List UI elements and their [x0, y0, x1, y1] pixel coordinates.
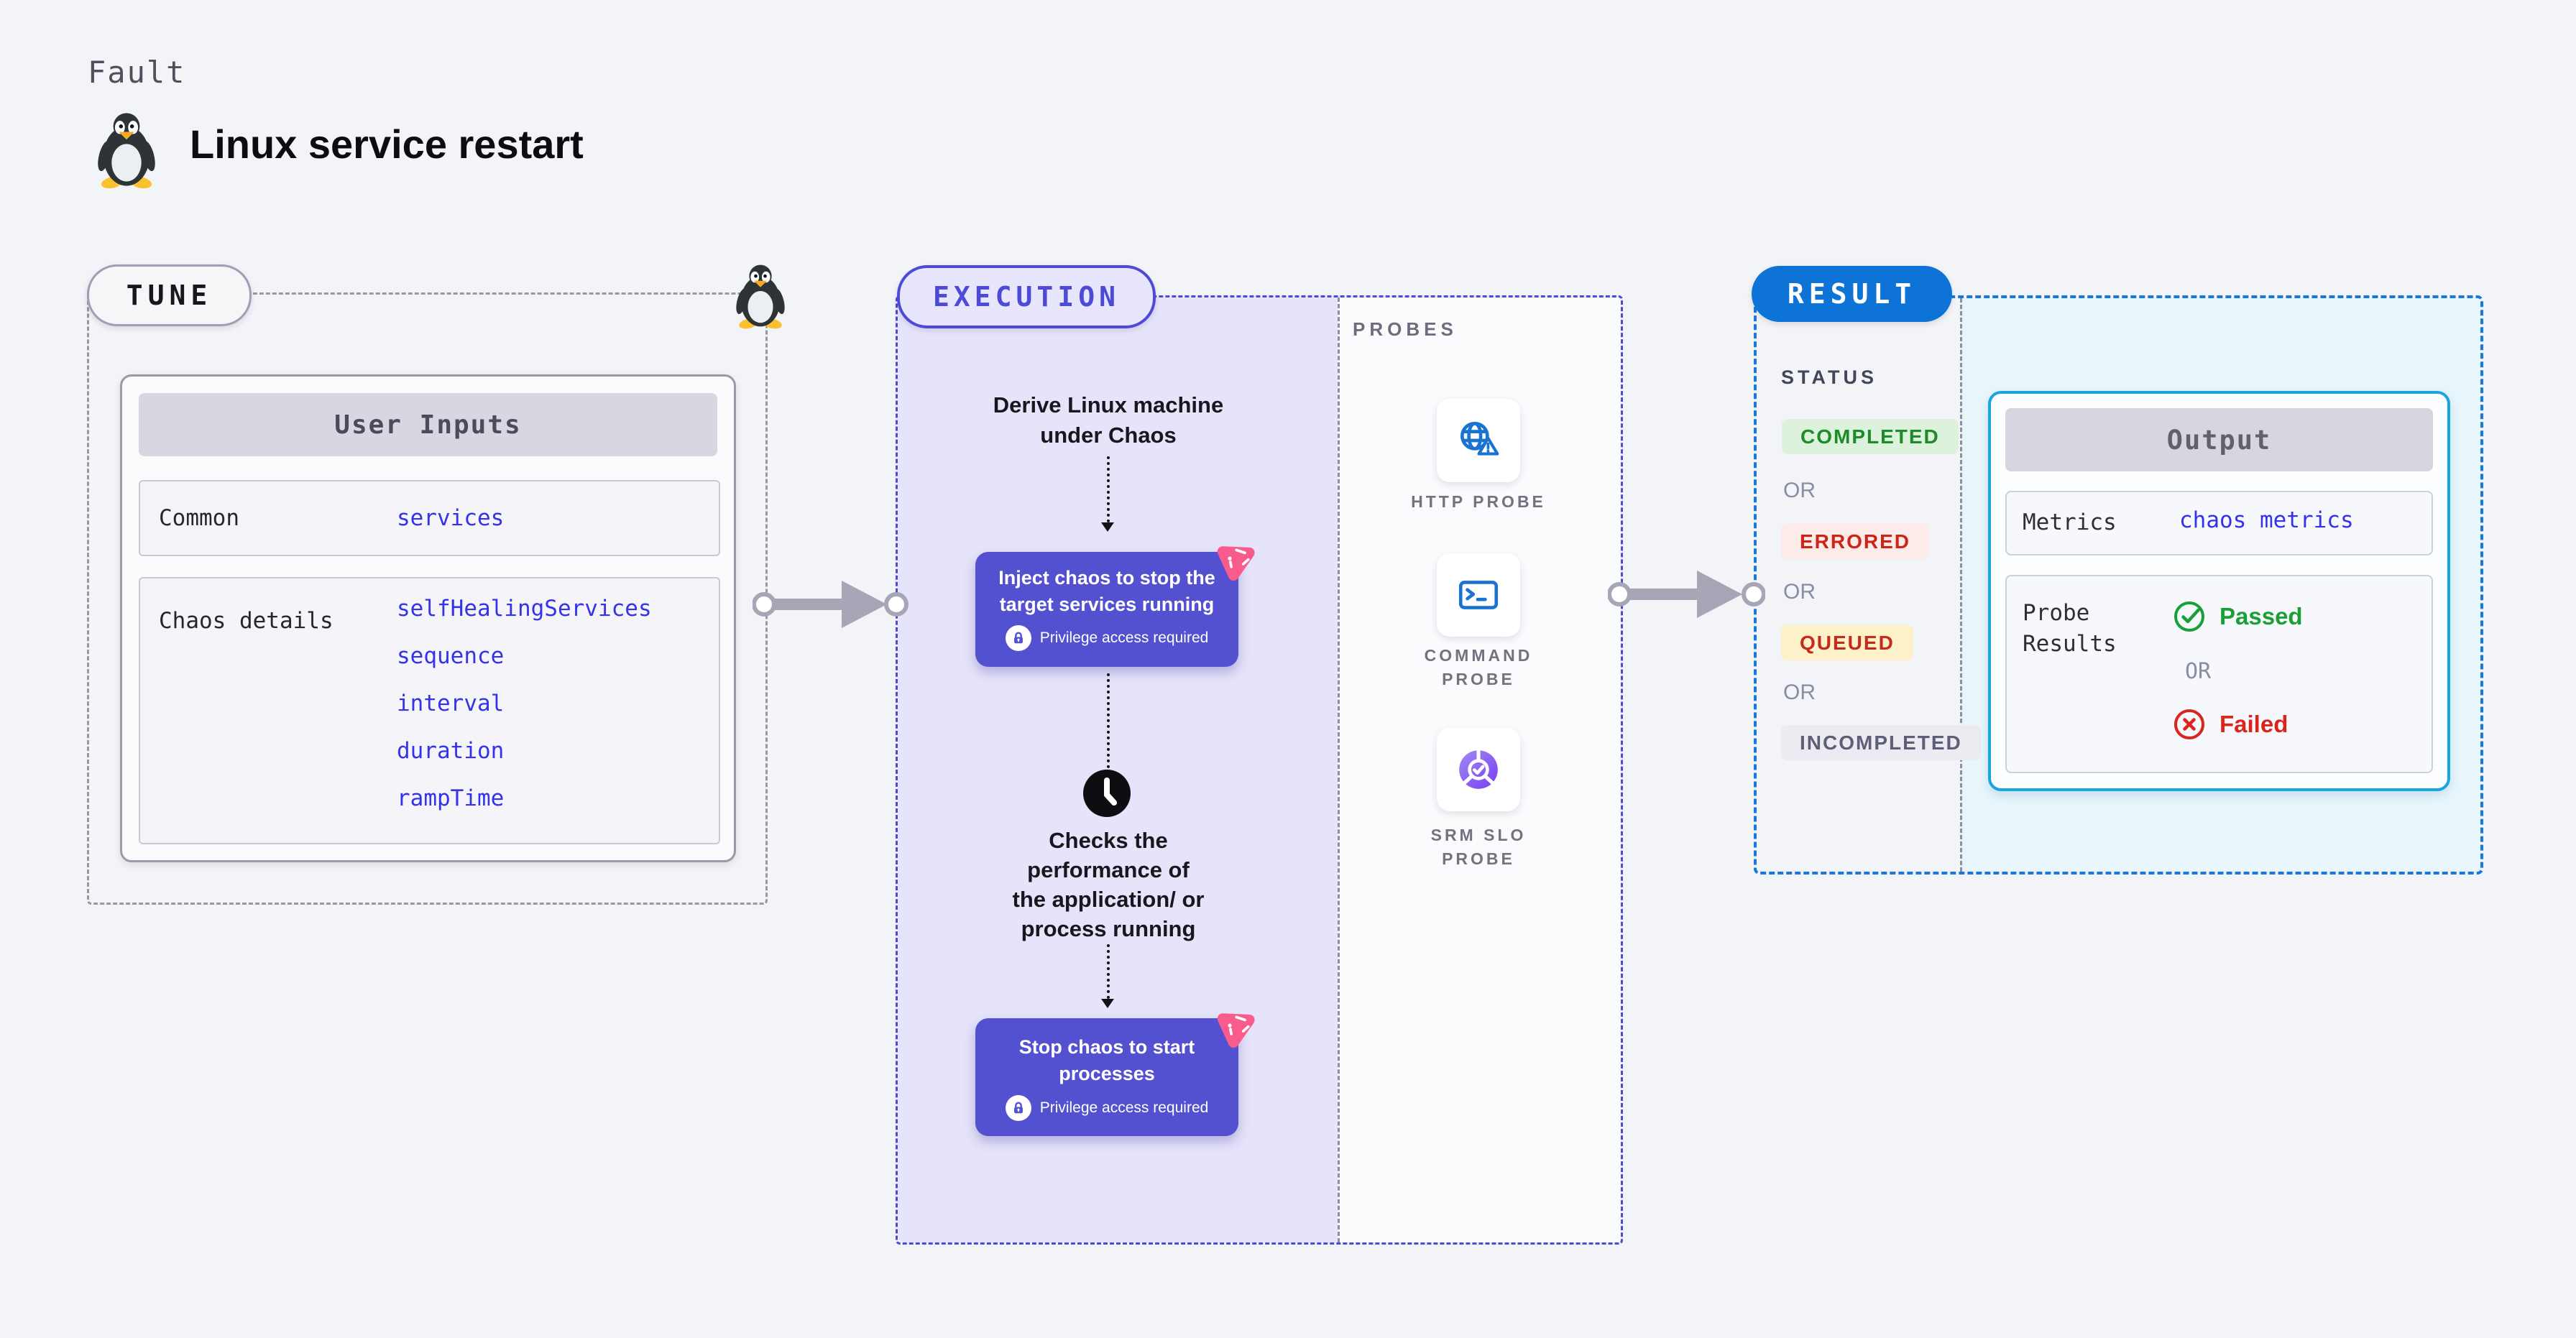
arrow-right-icon	[1608, 571, 1765, 618]
metrics-value-link[interactable]: chaos metrics	[2179, 507, 2354, 533]
input-value-link[interactable]: duration	[397, 738, 505, 764]
passed-result: Passed	[2172, 599, 2303, 634]
status-badge-errored: ERRORED	[1781, 524, 1930, 559]
fault-kicker: Fault	[88, 55, 186, 90]
flow-arrowhead-icon	[1101, 522, 1114, 532]
or-separator: OR	[2185, 659, 2212, 684]
stop-chaos-title: Stop chaos to start processes	[1018, 1036, 1195, 1084]
or-separator: OR	[1783, 680, 1816, 704]
flow-connector	[1107, 673, 1110, 780]
command-probe-card	[1437, 553, 1520, 637]
privilege-note: Privilege access required	[1039, 1099, 1209, 1116]
passed-label: Passed	[2220, 603, 2303, 629]
input-row-label: Common	[159, 505, 239, 531]
input-row-common: Common services	[139, 480, 720, 556]
or-separator: OR	[1783, 580, 1816, 604]
user-inputs-card: User Inputs Common services Chaos detail…	[120, 374, 736, 862]
failed-label: Failed	[2220, 711, 2288, 737]
terminal-icon	[1458, 581, 1499, 609]
input-value-link[interactable]: interval	[397, 691, 505, 716]
output-card: Output Metrics chaos metrics Probe Resul…	[1988, 391, 2450, 791]
probes-title: PROBES	[1353, 318, 1458, 340]
probe-results-label: Probe Results	[2023, 600, 2117, 657]
metrics-label: Metrics	[2023, 509, 2117, 535]
privilege-row: Privilege access required	[975, 625, 1238, 651]
command-probe-label: COMMAND PROBE	[1424, 646, 1533, 688]
input-value-list: selfHealingServices sequence interval du…	[397, 585, 652, 822]
metrics-row: Metrics chaos metrics	[2005, 491, 2433, 555]
flow-connector	[1107, 944, 1110, 999]
http-probe-label: HTTP PROBE	[1411, 492, 1546, 511]
derive-step-text: Derive Linux machine under Chaos	[993, 392, 1224, 448]
input-value-link[interactable]: rampTime	[397, 785, 505, 811]
checks-step-text: Checks the performance of the applicatio…	[1012, 828, 1205, 941]
lock-icon	[1005, 1095, 1031, 1121]
stop-chaos-card: Stop chaos to start processes Privilege …	[975, 1018, 1238, 1136]
tux-penguin-icon	[736, 264, 785, 329]
result-badge: RESULT	[1752, 266, 1952, 322]
input-value-link[interactable]: sequence	[397, 643, 505, 669]
input-value-link[interactable]: selfHealingServices	[397, 596, 652, 622]
flow-connector	[1107, 456, 1110, 522]
output-header: Output	[2005, 408, 2433, 471]
check-circle-icon	[2174, 601, 2204, 632]
status-badge-completed: COMPLETED	[1782, 419, 1959, 454]
privilege-note: Privilege access required	[1039, 629, 1209, 646]
input-row-chaos-details: Chaos details selfHealingServices sequen…	[139, 577, 720, 844]
input-value-link[interactable]: services	[397, 505, 505, 531]
http-probe-card	[1437, 399, 1520, 482]
tune-badge: TUNE	[87, 264, 252, 326]
status-title: STATUS	[1781, 366, 1877, 388]
execution-badge: EXECUTION	[897, 265, 1156, 328]
chaos-spark-icon	[1217, 1013, 1255, 1048]
flow-arrowhead-icon	[1101, 999, 1114, 1008]
x-circle-icon	[2174, 709, 2204, 739]
page-title: Linux service restart	[190, 121, 584, 167]
arrow-right-icon	[753, 581, 908, 628]
status-badge-incompleted: INCOMPLETED	[1781, 725, 1981, 760]
tux-penguin-icon	[98, 113, 155, 189]
input-row-label: Chaos details	[159, 608, 334, 634]
privilege-row: Privilege access required	[975, 1095, 1238, 1121]
globe-alert-icon	[1460, 421, 1499, 456]
user-inputs-header: User Inputs	[139, 393, 717, 456]
or-separator: OR	[1783, 479, 1816, 502]
lock-icon	[1005, 625, 1031, 651]
srm-slo-probe-card	[1437, 728, 1520, 811]
slo-pie-icon	[1459, 750, 1498, 789]
chaos-spark-icon	[1217, 546, 1255, 581]
failed-result: Failed	[2172, 707, 2288, 742]
clock-icon	[1083, 770, 1131, 817]
srm-slo-probe-label: SRM SLO PROBE	[1430, 826, 1527, 868]
status-badge-queued: QUEUED	[1781, 625, 1913, 660]
probe-results-row: Probe Results Passed OR Failed	[2005, 575, 2433, 773]
inject-chaos-title: Inject chaos to stop the target services…	[998, 567, 1215, 615]
inject-chaos-card: Inject chaos to stop the target services…	[975, 552, 1238, 667]
